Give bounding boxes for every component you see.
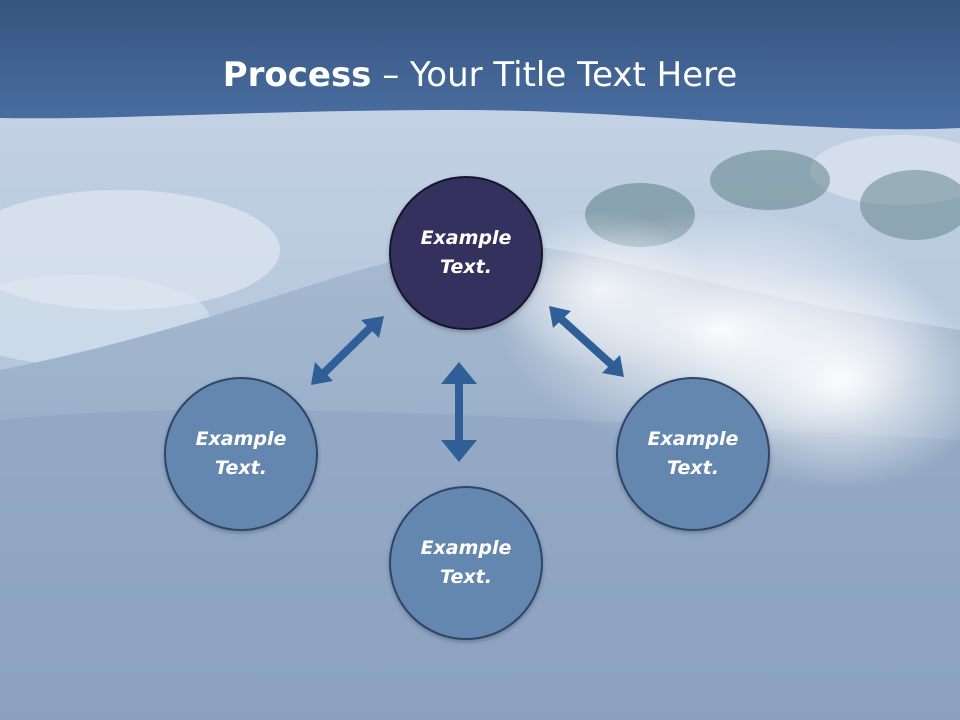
slide-title: Process – Your Title Text Here (0, 52, 960, 98)
process-node-top: Example Text. (389, 176, 543, 330)
title-bold: Process (222, 55, 372, 95)
process-node-left: Example Text. (164, 377, 318, 531)
process-node-bottom: Example Text. (389, 486, 543, 640)
title-rest: – Your Title Text Here (371, 55, 738, 95)
node-label: Example Text. (195, 428, 287, 479)
node-label: Example Text. (420, 537, 512, 588)
node-label: Example Text. (647, 428, 739, 479)
process-node-right: Example Text. (616, 377, 770, 531)
node-label: Example Text. (420, 227, 512, 278)
